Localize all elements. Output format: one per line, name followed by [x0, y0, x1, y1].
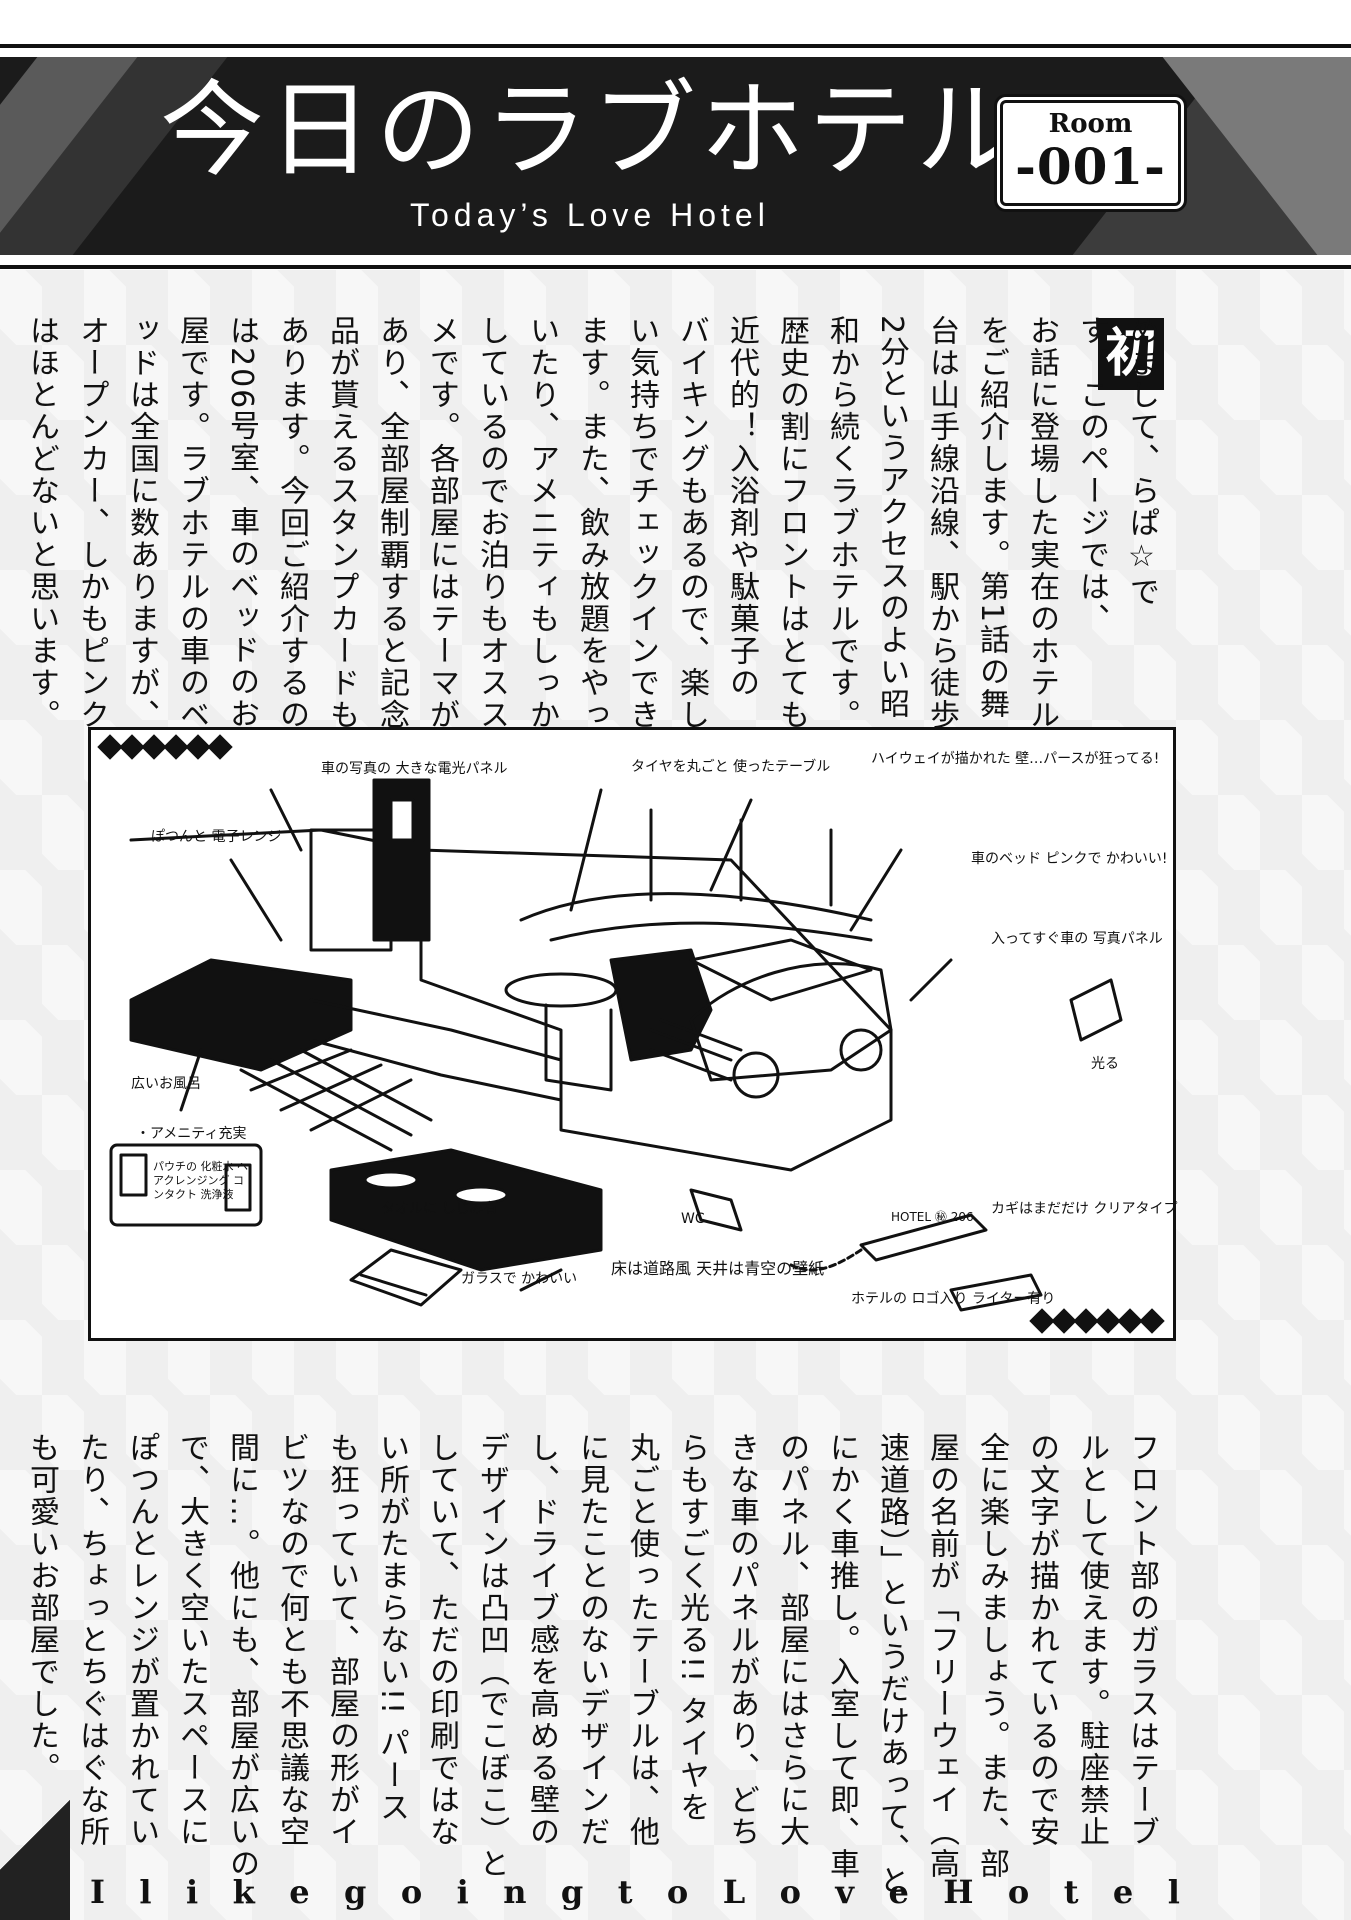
text-column: ビツなので何とも不思議な空 — [274, 1432, 309, 1848]
footer-letter: i — [456, 1873, 469, 1911]
footer-letter: n — [503, 1873, 527, 1911]
note-glass: ガラスで かわいい — [461, 1271, 578, 1287]
text-column: す。このページでは、 — [1074, 315, 1109, 635]
text-column: 屋です。ラブホテルの車のベ — [174, 315, 209, 731]
text-column: も可愛いお部屋でした。 — [24, 1432, 59, 1784]
text-column: い気持ちでチェックインでき — [624, 315, 659, 731]
room-illustration: 車の写真の 大きな電光パネル タイヤを丸ごと 使ったテーブル ハイウェイが描かれ… — [88, 727, 1178, 1341]
text-column: で、大きく空いたスペースに — [174, 1432, 209, 1848]
text-column: あり、全部屋制覇すると記念 — [374, 315, 409, 731]
footer-letter: o — [779, 1873, 801, 1911]
text-column: をご紹介します。第1話の舞 — [974, 315, 1009, 721]
room-badge: Room -001- — [1000, 100, 1181, 206]
text-column: ルとして使えます。駐座禁止 — [1074, 1432, 1109, 1848]
footer-letter: L — [722, 1873, 746, 1911]
note-highway-wall: ハイウェイが描かれた 壁…パースが狂ってる! — [871, 751, 1160, 767]
note-floor: 床は道路風 天井は青空の壁紙 — [611, 1259, 825, 1278]
text-column: も狂っていて、部屋の形がイ — [324, 1432, 359, 1848]
text-column: のパネル、部屋にはさらに大 — [774, 1432, 809, 1848]
footer-letter: o — [400, 1873, 423, 1911]
room-sketch — [109, 778, 1123, 1312]
text-column: にかく車推し。入室して即、車 — [824, 1432, 859, 1880]
text-column: 屋の名前が「フリーウェイ（高 — [924, 1432, 959, 1880]
text-column: フロント部のガラスはテーブ — [1124, 1432, 1159, 1848]
corner-shadow — [0, 1750, 70, 1920]
room-label: Room — [1048, 109, 1133, 139]
room-number: -001- — [1015, 137, 1166, 196]
text-column: ッドは全国に数ありますが、 — [124, 315, 159, 731]
note-microwave: ぽつんと 電子レンジ — [151, 829, 282, 845]
text-column: オープンカー、しかもピンク — [74, 315, 109, 731]
footer-letter: g — [560, 1873, 584, 1911]
footer-letter: H — [943, 1873, 974, 1911]
text-column: きな車のパネルがあり、どち — [724, 1432, 759, 1848]
text-column: し、ドライブ感を高める壁の — [524, 1432, 559, 1848]
footer-letter: l — [1167, 1873, 1180, 1911]
intro-text: めまして、らぱ☆です。このページでは、お話に登場した実在のホテルをご紹介します。… — [16, 315, 1166, 763]
text-column: あります。今回ご紹介するの — [274, 315, 309, 731]
note-wc: WC — [681, 1211, 705, 1227]
footer-letter: e — [888, 1873, 909, 1911]
text-column: の文字が描かれているので安 — [1024, 1432, 1059, 1848]
text-column: い所がたまらない!! パース — [374, 1432, 409, 1824]
text-column: バイキングもあるので、楽し — [674, 315, 709, 731]
text-column: らもすごく光る!! タイヤを — [674, 1432, 709, 1824]
text-column: はほとんどないと思います。 — [24, 315, 59, 731]
page-title: 今日のラブホテル — [160, 69, 1025, 191]
text-column: しているのでお泊りもオスス — [474, 315, 509, 731]
note-car-bed: 車のベッド ピンクで かわいい! — [971, 851, 1168, 867]
title-banner: 今日のラブホテル Today’s Love Hotel — [0, 57, 1351, 255]
page-subtitle: Today’s Love Hotel — [410, 197, 770, 233]
note-tire-table: タイヤを丸ごと 使ったテーブル — [631, 759, 831, 775]
text-column: ぽつんとレンジが置かれてい — [124, 1432, 159, 1848]
footer-letter: e — [289, 1873, 310, 1911]
note-towel: タオルに しじみ有 — [381, 1201, 498, 1217]
note-glow: 光る — [1091, 1056, 1119, 1072]
text-column: 全に楽しみましょう。また、部 — [974, 1432, 1009, 1880]
footer-letter: o — [1007, 1873, 1030, 1911]
text-column: 和から続くラブホテルです。 — [824, 315, 859, 731]
footer-letter: v — [835, 1873, 855, 1911]
footer-letter: I — [90, 1873, 105, 1911]
footer-letter: k — [232, 1873, 255, 1911]
text-column: に見たことのないデザインだ — [574, 1432, 609, 1848]
footer-letter: e — [1112, 1873, 1134, 1911]
text-column: いたり、アメニティもしっかり — [524, 315, 559, 763]
footer-letter: i — [186, 1873, 199, 1911]
footer-letter: o — [666, 1873, 689, 1911]
body-text: フロント部のガラスはテーブルとして使えます。駐座禁止の文字が描かれているので安全… — [16, 1432, 1166, 1897]
text-column: 速道路）」というだけあって、と — [874, 1432, 909, 1897]
note-amenity-items: パウチの 化粧水 ヘアクレンジング コンタクト 洗浄液 — [153, 1160, 248, 1201]
footer-letter: l — [139, 1873, 152, 1911]
text-column: していて、ただの印刷ではな — [424, 1432, 459, 1848]
text-column: ます。また、飲み放題をやって — [574, 315, 609, 763]
footer-letter: t — [617, 1873, 633, 1911]
note-panel: 車の写真の 大きな電光パネル — [321, 761, 508, 777]
note-key-note: カギはまだだけ クリアタイプ — [991, 1201, 1178, 1217]
text-column: 間に…。他にも、部屋が広いの — [224, 1432, 259, 1880]
text-column: 歴史の割にフロントはとても — [774, 315, 809, 731]
text-column: 丸ごと使ったテーブルは、他 — [624, 1432, 659, 1848]
text-column: 近代的！入浴剤や駄菓子の — [724, 315, 759, 699]
note-key: HOTEL ㊙ 206 — [891, 1210, 974, 1224]
text-column: たり、ちょっとちぐはぐな所 — [74, 1432, 109, 1848]
note-lighter: ホテルの ロゴ入り ライター有り — [851, 1291, 1056, 1307]
header-bottom-rule — [0, 265, 1351, 269]
text-column: は206号室、車のベッドのお部 — [224, 315, 259, 763]
text-column: デザインは凸凹（でこぼこ）と — [474, 1432, 509, 1880]
text-column: 台は山手線沿線、駅から徒歩 — [924, 315, 959, 731]
text-column: 品が貰えるスタンプカードも — [324, 315, 359, 731]
drop-cap: 初 — [1098, 318, 1164, 390]
text-column: めまして、らぱ☆で — [1124, 315, 1159, 608]
text-column: 2分というアクセスのよい昭 — [874, 315, 909, 721]
note-amenity-title: ・アメニティ充実 — [136, 1126, 247, 1142]
note-car-photo-panel: 入ってすぐ車の 写真パネル — [991, 931, 1163, 947]
note-bath: 広いお風呂 — [131, 1076, 201, 1092]
footer-letter: g — [344, 1873, 367, 1911]
text-column: メです。各部屋にはテーマが — [424, 315, 459, 731]
footer-letter: t — [1063, 1873, 1079, 1911]
text-column: お話に登場した実在のホテル — [1024, 315, 1059, 731]
header-top-rule — [0, 44, 1351, 48]
